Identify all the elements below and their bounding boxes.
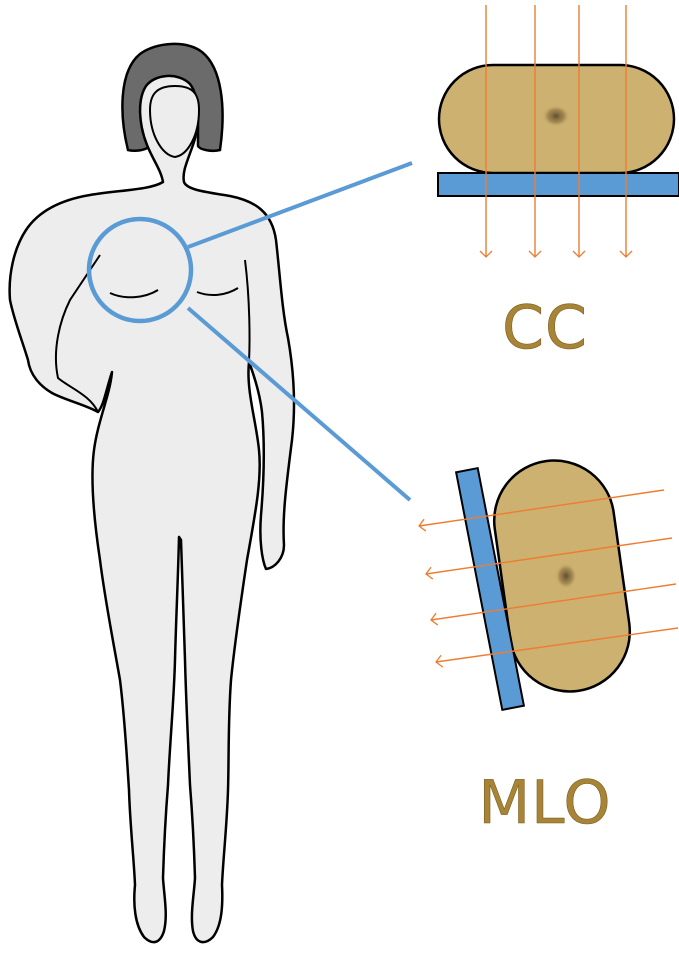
mlo-label: MLO [478,768,611,838]
cc-view-illustration: CC [438,5,679,363]
mlo-view-illustration: MLO [419,453,678,838]
body-silhouette [10,76,294,942]
cc-label: CC [502,293,588,363]
cc-detector-plate [438,173,679,196]
cc-lesion [542,105,570,127]
female-body-outline-icon [10,44,294,942]
mlo-lesion [555,563,577,589]
